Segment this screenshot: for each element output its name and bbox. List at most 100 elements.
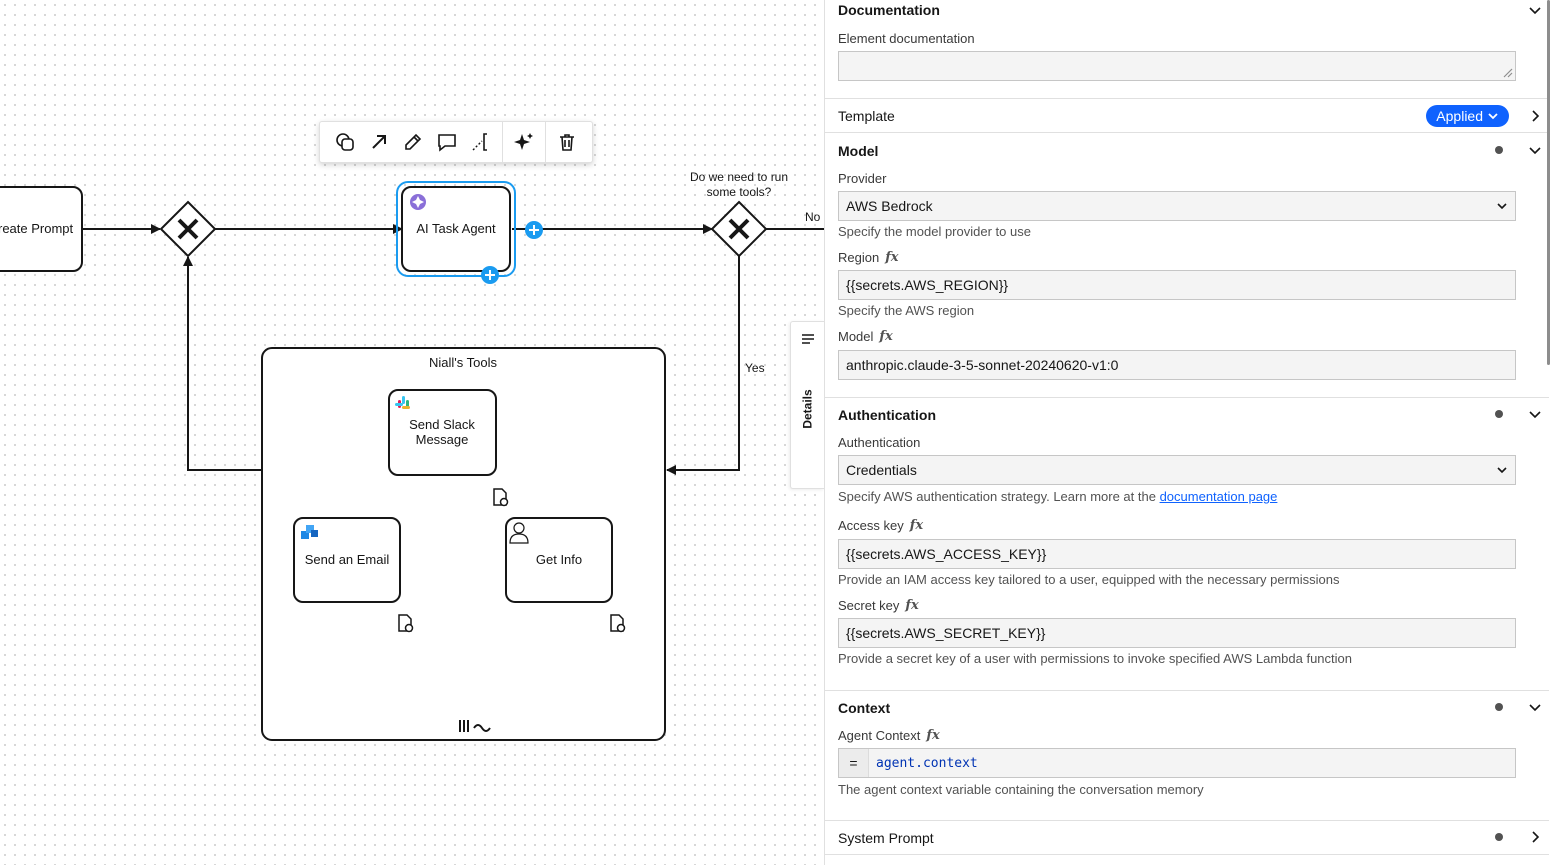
element-documentation-label: Element documentation <box>838 31 975 46</box>
chevron-down-icon[interactable] <box>1527 406 1543 422</box>
chevron-down-icon[interactable] <box>1527 699 1543 715</box>
ai-task-agent-label: AI Task Agent <box>416 221 496 236</box>
authentication-select-value: Credentials <box>846 462 917 478</box>
chevron-down-icon[interactable] <box>1527 142 1543 158</box>
yes-flow-label: Yes <box>745 361 765 375</box>
section-modified-indicator <box>1495 146 1503 154</box>
element-documentation-textarea[interactable] <box>838 51 1516 81</box>
sequence-flows[interactable] <box>82 224 824 475</box>
chevron-down-icon <box>1497 467 1507 474</box>
template-badge-label: Applied <box>1436 108 1483 124</box>
send-slack-task[interactable]: Send Slack Message <box>388 389 497 476</box>
chevron-down-icon <box>1497 203 1507 210</box>
append-right-plus-icon[interactable] <box>525 221 543 239</box>
document-view-icon[interactable] <box>398 614 414 633</box>
tools-decision-gateway[interactable] <box>710 200 768 258</box>
region-input-value: {{secrets.AWS_REGION}} <box>846 277 1009 293</box>
shapes-icon[interactable] <box>328 125 362 159</box>
get-info-label: Get Info <box>536 552 582 567</box>
authentication-section: Authentication Authentication Credential… <box>825 398 1549 691</box>
template-header[interactable]: Template <box>838 108 895 124</box>
system-prompt-section: System Prompt <box>825 821 1549 855</box>
region-help: Specify the AWS region <box>838 303 975 318</box>
comment-icon[interactable] <box>430 125 464 159</box>
gateway-question-line2: some tools? <box>707 185 772 199</box>
trash-icon[interactable] <box>550 125 584 159</box>
access-key-help: Provide an IAM access key tailored to a … <box>838 572 1340 587</box>
create-prompt-task[interactable]: reate Prompt <box>0 186 83 272</box>
fx-icon: fx <box>909 518 924 533</box>
ai-task-agent-task[interactable]: AI Task Agent <box>396 181 516 277</box>
authentication-header[interactable]: Authentication <box>838 407 936 423</box>
email-connector-icon <box>301 525 318 539</box>
model-input-value: anthropic.claude-3-5-sonnet-20240620-v1:… <box>846 357 1119 373</box>
subprocess-title: Niall's Tools <box>429 355 497 370</box>
system-prompt-header[interactable]: System Prompt <box>838 830 934 846</box>
annotation-icon[interactable] <box>464 125 498 159</box>
send-email-task[interactable]: Send an Email <box>293 517 401 603</box>
agent-context-help: The agent context variable containing th… <box>838 782 1204 797</box>
secret-key-help: Provide a secret key of a user with perm… <box>838 651 1352 666</box>
model-header[interactable]: Model <box>838 143 879 159</box>
fx-icon: fx <box>885 250 899 265</box>
panel-scrollbar[interactable] <box>1547 0 1550 365</box>
provider-select[interactable]: AWS Bedrock <box>838 191 1516 221</box>
chevron-down-icon <box>1488 113 1498 120</box>
append-bottom-plus-icon[interactable] <box>481 266 499 284</box>
connect-arrow-icon[interactable] <box>362 125 396 159</box>
edit-icon[interactable] <box>396 125 430 159</box>
template-applied-button[interactable]: Applied <box>1426 105 1509 127</box>
fx-icon: fx <box>905 598 919 613</box>
properties-panel: Documentation Element documentation Temp… <box>824 0 1560 865</box>
authentication-help: Specify AWS authentication strategy. Lea… <box>838 489 1278 504</box>
context-header[interactable]: Context <box>838 700 891 716</box>
section-modified-indicator <box>1495 703 1503 711</box>
secret-key-value: {{secrets.AWS_SECRET_KEY}} <box>846 625 1046 641</box>
documentation-page-link[interactable]: documentation page <box>1159 489 1278 504</box>
niall-tools-subprocess[interactable]: Niall's Tools <box>261 347 666 741</box>
send-email-label: Send an Email <box>305 552 390 567</box>
document-view-icon[interactable] <box>610 614 626 633</box>
chevron-right-icon[interactable] <box>1527 108 1543 124</box>
access-key-value: {{secrets.AWS_ACCESS_KEY}} <box>846 546 1047 562</box>
diagram-canvas[interactable]: reate Prompt AI Task Agent <box>0 0 824 865</box>
provider-select-value: AWS Bedrock <box>846 198 933 214</box>
fx-icon: fx <box>879 329 893 344</box>
send-slack-label-line1: Send Slack <box>409 417 475 432</box>
section-modified-indicator <box>1495 410 1503 418</box>
model-input[interactable]: anthropic.claude-3-5-sonnet-20240620-v1:… <box>838 350 1516 380</box>
model-section: Model Provider AWS Bedrock Specify the m… <box>825 133 1549 398</box>
user-task-icon <box>509 522 529 544</box>
authentication-select[interactable]: Credentials <box>838 455 1516 485</box>
sparkle-icon[interactable] <box>507 125 541 159</box>
agent-context-value: agent.context <box>876 755 978 771</box>
fx-icon: fx <box>926 728 940 743</box>
section-modified-indicator <box>1495 833 1503 841</box>
get-info-user-task[interactable]: Get Info <box>505 517 613 603</box>
authentication-label: Authentication <box>838 435 921 450</box>
details-tab-label: Details <box>801 389 816 429</box>
chevron-right-icon[interactable] <box>1527 829 1543 845</box>
ai-agent-icon <box>410 194 426 210</box>
document-view-icon[interactable] <box>493 488 509 507</box>
chevron-down-icon[interactable] <box>1527 2 1543 18</box>
access-key-input[interactable]: {{secrets.AWS_ACCESS_KEY}} <box>838 539 1516 569</box>
resize-handle-icon[interactable] <box>1501 66 1513 78</box>
toolbar-divider <box>502 121 503 163</box>
menu-icon <box>801 332 815 348</box>
exclusive-gateway-merge[interactable] <box>159 200 217 258</box>
documentation-header[interactable]: Documentation <box>838 2 940 18</box>
agent-context-feel-input[interactable]: = agent.context <box>838 748 1516 778</box>
context-toolbar <box>319 121 593 163</box>
send-slack-label-line2: Message <box>416 432 469 447</box>
secret-key-input[interactable]: {{secrets.AWS_SECRET_KEY}} <box>838 618 1516 648</box>
documentation-section: Documentation Element documentation <box>825 0 1549 99</box>
no-flow-label: No <box>805 210 821 224</box>
details-tab[interactable]: Details <box>790 321 824 489</box>
region-input[interactable]: {{secrets.AWS_REGION}} <box>838 270 1516 300</box>
